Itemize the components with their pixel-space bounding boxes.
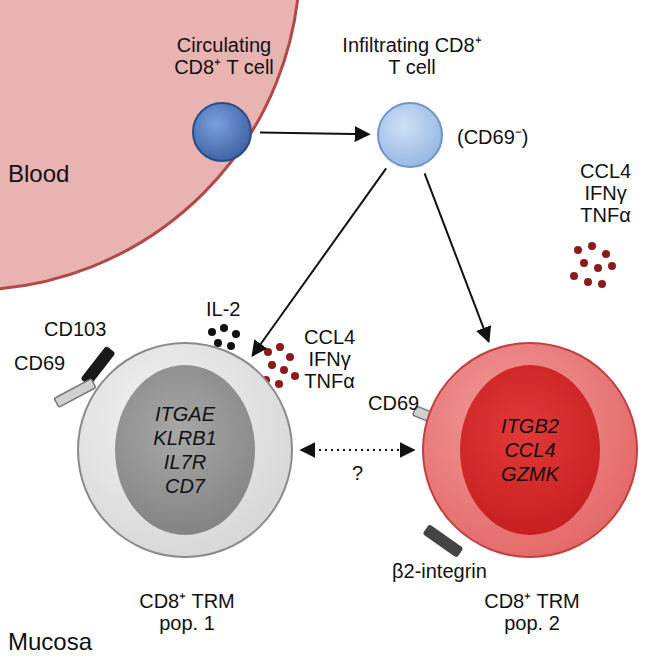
- cytokine-label: IL-2: [206, 298, 240, 320]
- cytokine-label: CCL4 IFNγ TNFα: [580, 160, 631, 226]
- trm-cell: ITGAE KLRB1 IL7R CD7CD8⁺ TRM pop. 1: [77, 342, 293, 558]
- cell-circle: Infiltrating CD8⁺ T cell(CD69⁻): [377, 102, 443, 168]
- arrow: [260, 133, 369, 135]
- trm-cell: ITGB2 CCL4 GZMKCD8⁺ TRM pop. 2: [422, 342, 638, 558]
- cell-title: Circulating CD8⁺ T cell: [154, 34, 294, 78]
- region-label: Blood: [8, 160, 69, 188]
- receptor-label: β2-integrin: [392, 560, 487, 582]
- blood-vessel: [0, 0, 300, 290]
- edge-label: ?: [352, 462, 363, 484]
- region-label: Mucosa: [8, 628, 92, 656]
- cytokine-label: CCL4 IFNγ TNFα: [304, 326, 355, 392]
- receptor-label: CD69: [368, 392, 419, 414]
- cytokine-dots: [570, 242, 616, 288]
- population-label: CD8⁺ TRM pop. 2: [472, 590, 592, 634]
- arrow: [425, 173, 489, 341]
- nucleus: ITGB2 CCL4 GZMK: [460, 365, 600, 535]
- gene-list: ITGB2 CCL4 GZMK: [501, 414, 559, 486]
- dotted-arrow: [301, 449, 414, 451]
- population-label: CD8⁺ TRM pop. 1: [127, 590, 247, 634]
- receptor-label: CD69: [14, 352, 65, 374]
- gene-list: ITGAE KLRB1 IL7R CD7: [153, 402, 216, 498]
- marker-note: (CD69⁻): [457, 126, 528, 148]
- cell-circle: Circulating CD8⁺ T cell: [192, 102, 252, 162]
- receptor-label: CD103: [44, 318, 106, 340]
- nucleus: ITGAE KLRB1 IL7R CD7: [115, 365, 255, 535]
- cell-title: Infiltrating CD8⁺ T cell: [342, 34, 482, 78]
